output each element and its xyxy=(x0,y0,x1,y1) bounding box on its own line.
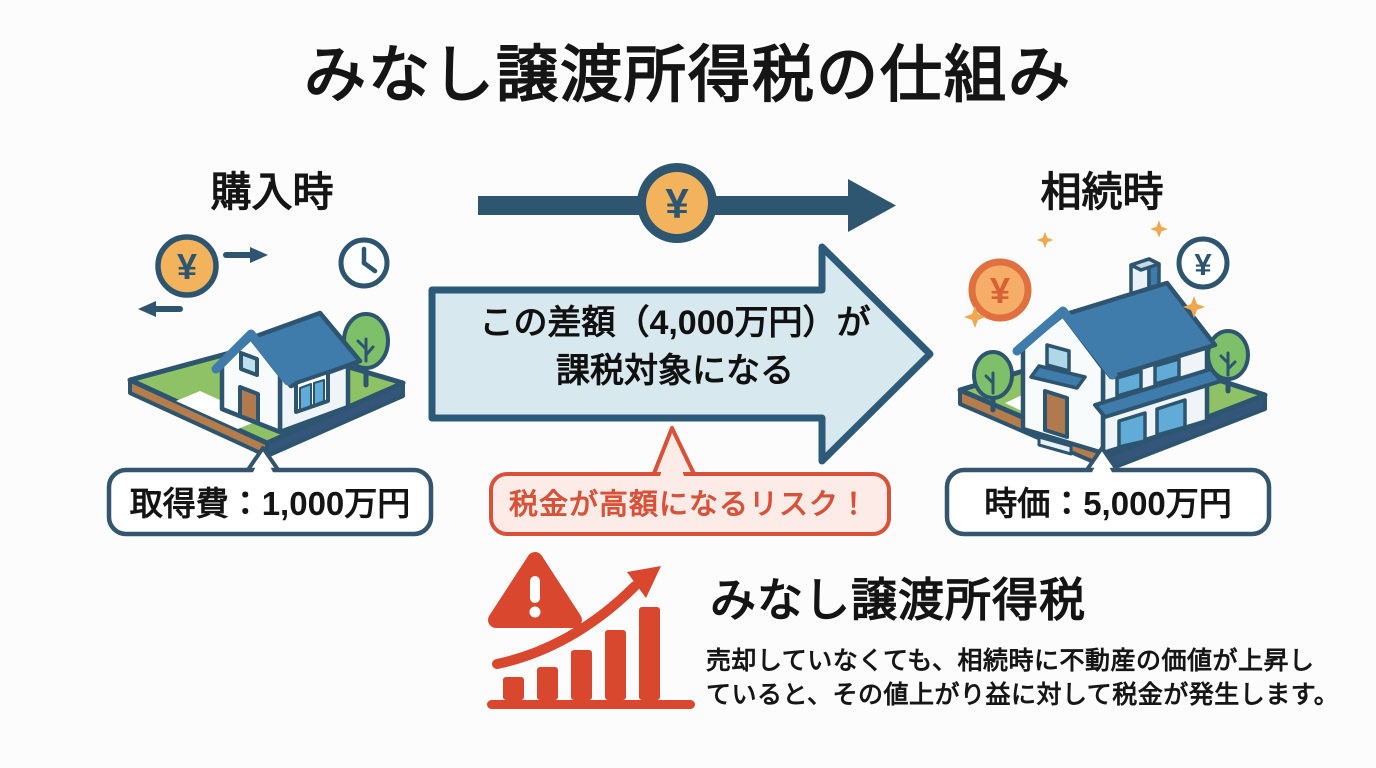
timeline-arrow: ¥ xyxy=(478,163,896,243)
small-house xyxy=(211,310,363,435)
risk-bubble xyxy=(489,426,891,536)
purchase-value-callout xyxy=(106,446,434,537)
inheritance-value-text: 時価：5,000万円 xyxy=(984,485,1232,522)
summary-description-line1: 売却していなくても、相続時に不動産の価値が上昇し xyxy=(706,647,1315,675)
large-house xyxy=(1012,257,1223,456)
tree xyxy=(1206,329,1250,394)
inheritance-value-callout xyxy=(944,446,1272,537)
yen-coin-outline-icon: ¥ xyxy=(1176,236,1230,290)
svg-text:¥: ¥ xyxy=(665,180,689,227)
purchase-value-text: 取得費：1,000万円 xyxy=(129,485,411,522)
page-title: みなし譲渡所得税の仕組み xyxy=(303,41,1072,110)
sparkle-icon xyxy=(1183,296,1205,318)
svg-text:¥: ¥ xyxy=(990,270,1010,311)
summary-heading: みなし譲渡所得税 xyxy=(710,574,1086,626)
clock-icon xyxy=(338,237,390,289)
warning-triangle-icon xyxy=(488,552,582,628)
yen-coin-icon: ¥ xyxy=(155,234,219,298)
tree xyxy=(972,350,1014,413)
purchase-section-label: 購入時 xyxy=(210,169,334,215)
risk-growth-icon xyxy=(487,552,695,709)
svg-text:¥: ¥ xyxy=(177,246,197,287)
sparkle-icon xyxy=(964,306,986,328)
svg-text:¥: ¥ xyxy=(1194,247,1212,282)
purchase-house-illustration: ¥ xyxy=(127,234,406,458)
yen-coin-icon: ¥ xyxy=(637,163,717,243)
risk-bubble-text: 税金が高額になるリスク！ xyxy=(508,489,869,521)
difference-arrow-line1: この差額（4,000万円）が xyxy=(479,304,871,342)
sparkle-icon xyxy=(1036,231,1054,249)
inheritance-house-illustration: ¥ ¥ xyxy=(957,220,1268,471)
growth-arrow-icon xyxy=(492,566,661,669)
difference-arrow-text: この差額（4,000万円）が 課税対象になる xyxy=(445,299,905,395)
sparkle-icon xyxy=(1150,220,1168,238)
arrow-right-icon xyxy=(223,247,268,263)
yen-coin-orange-icon: ¥ xyxy=(968,258,1032,322)
inheritance-section-label: 相続時 xyxy=(1040,169,1164,215)
summary-description-line2: ていると、その値上がり益に対して税金が発生します。 xyxy=(706,681,1340,709)
growth-bars-icon xyxy=(487,607,695,709)
difference-arrow-line2: 課税対象になる xyxy=(556,352,794,390)
difference-arrow xyxy=(428,243,934,465)
arrow-left-icon xyxy=(138,301,183,317)
